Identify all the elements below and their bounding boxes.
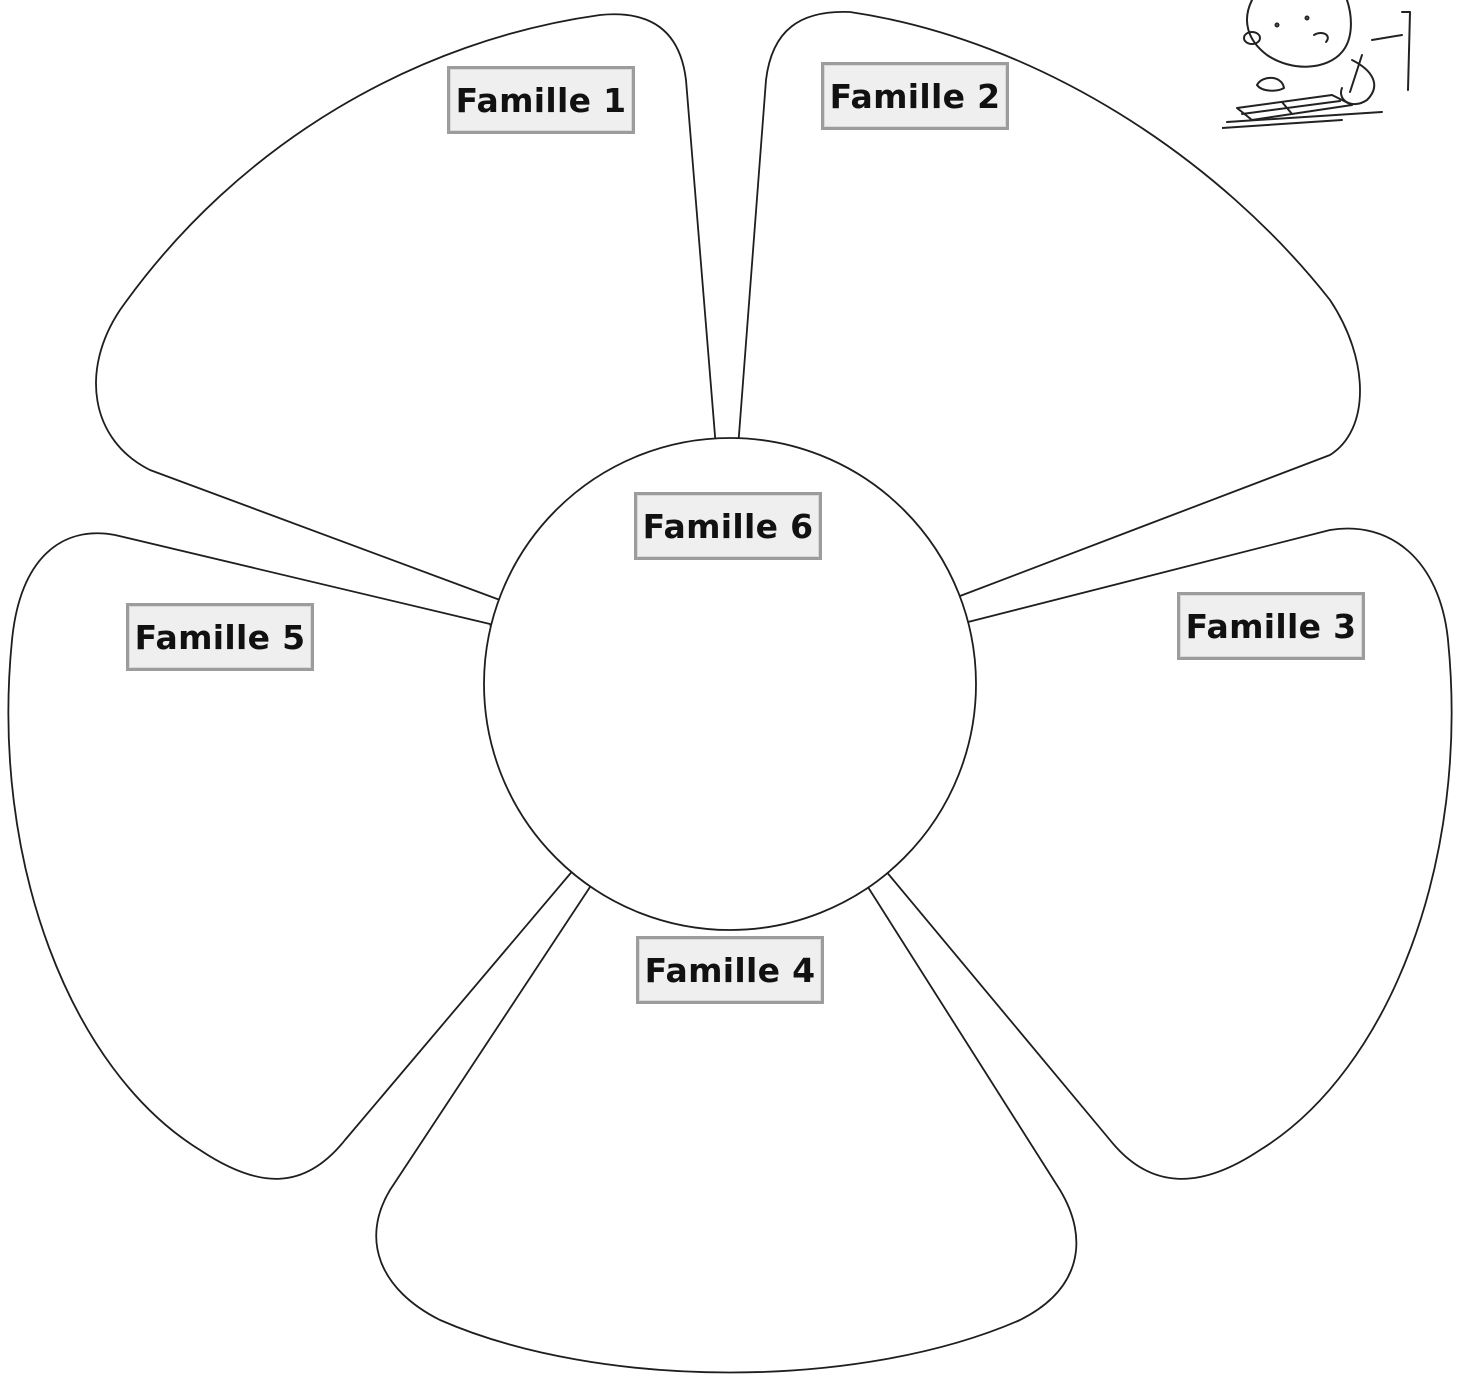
petal-famille-3	[884, 527, 1453, 1180]
child-writing-icon	[1222, 0, 1411, 129]
label-famille-3: Famille 3	[1177, 592, 1365, 660]
label-famille-6: Famille 6	[634, 492, 822, 560]
label-famille-4: Famille 4	[636, 936, 824, 1004]
petal-famille-1	[95, 13, 717, 601]
label-famille-5: Famille 5	[126, 603, 314, 671]
label-famille-1: Famille 1	[447, 66, 635, 134]
petal-famille-2	[737, 11, 1361, 597]
center-famille-6	[483, 437, 977, 931]
label-famille-2: Famille 2	[821, 62, 1009, 130]
petal-famille-5	[7, 532, 576, 1180]
petal-famille-4	[375, 883, 1078, 1374]
